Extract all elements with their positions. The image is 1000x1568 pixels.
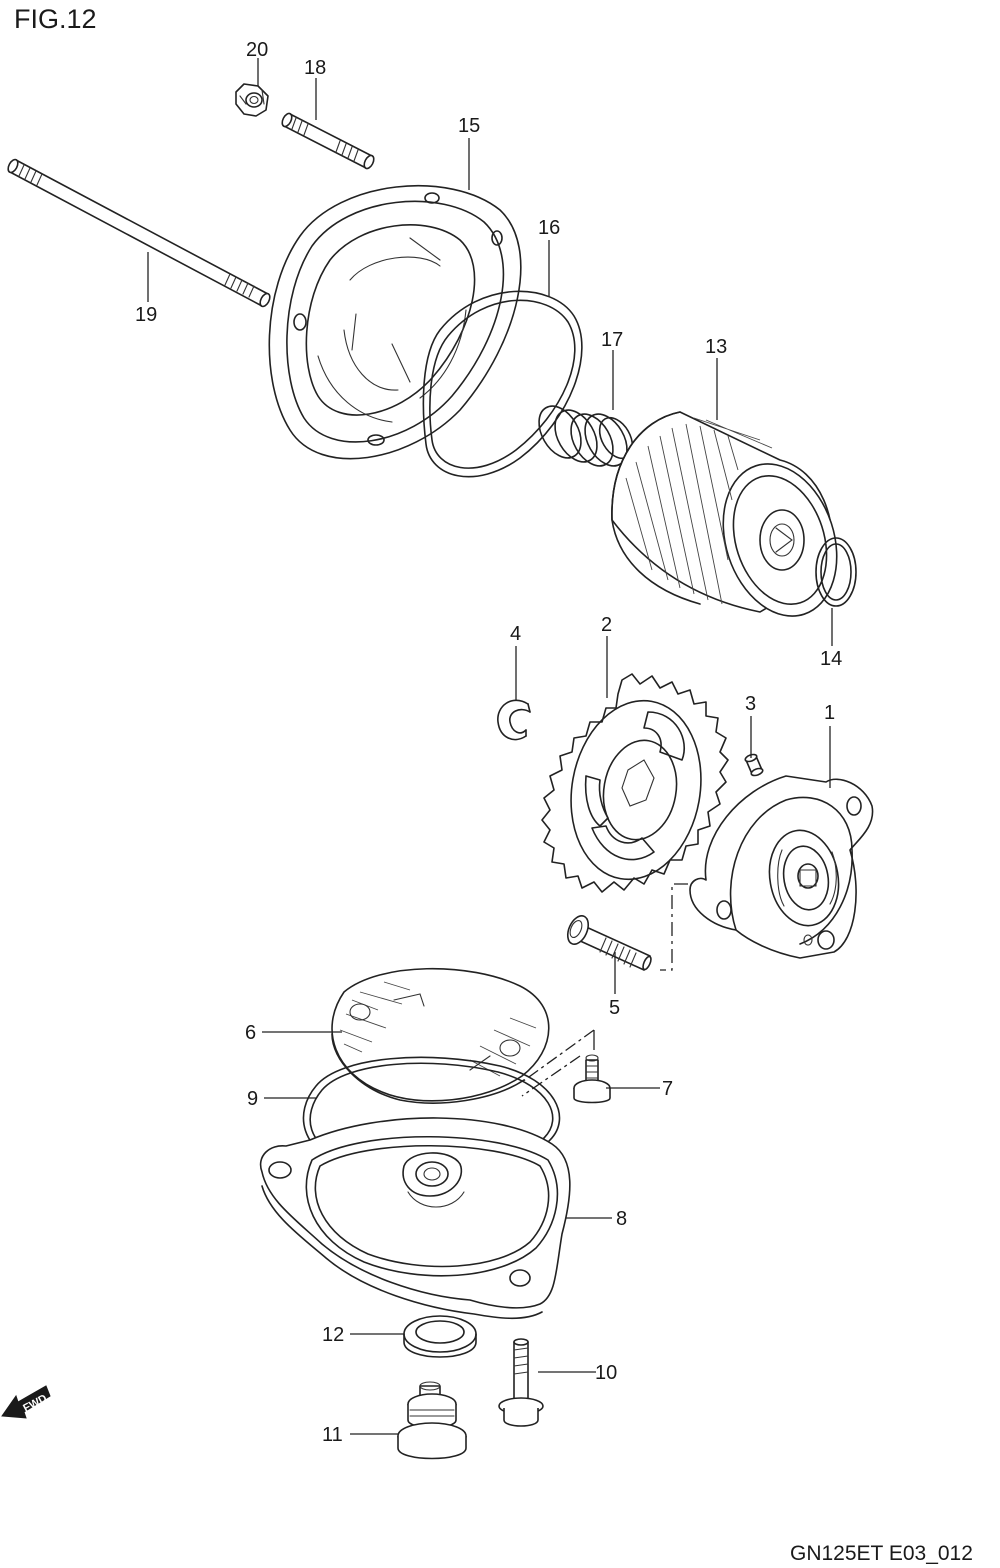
callout-11: 11 <box>322 1424 343 1446</box>
callout-15: 15 <box>458 115 480 137</box>
callout-2: 2 <box>601 614 612 636</box>
callout-7: 7 <box>662 1078 673 1100</box>
part-17-spring <box>538 405 634 467</box>
part-18-stud <box>281 112 375 170</box>
callout-5: 5 <box>609 997 620 1019</box>
callout-8: 8 <box>616 1208 627 1230</box>
part-15-filter-cap <box>268 185 522 460</box>
part-10-bolt <box>498 1338 544 1427</box>
part-11-drain-plug <box>397 1381 467 1460</box>
callout-4: 4 <box>510 623 521 645</box>
part-2-oil-pump-gear <box>541 673 729 893</box>
callout-19: 19 <box>135 304 157 326</box>
figure-title: FIG.12 <box>14 4 97 34</box>
callout-14: 14 <box>820 648 842 670</box>
part-3-pin <box>744 753 764 777</box>
part-12-washer <box>403 1315 477 1358</box>
callout-12: 12 <box>322 1324 344 1346</box>
part-7-bolt <box>573 1054 611 1104</box>
part-5-bolt <box>566 915 652 971</box>
part-8-cover <box>259 1117 571 1320</box>
callout-13: 13 <box>705 336 727 358</box>
callout-10: 10 <box>595 1362 617 1384</box>
drawing-code: GN125ET E03_012 <box>790 1542 973 1565</box>
part-19-long-stud <box>7 158 271 308</box>
part-4-circlip <box>497 699 531 741</box>
leader-lines <box>147 58 833 1435</box>
callout-labels: 20 18 15 16 17 13 19 14 4 2 3 1 5 6 9 7 … <box>135 39 842 1446</box>
callout-17: 17 <box>601 329 623 351</box>
callout-18: 18 <box>304 57 326 79</box>
callout-16: 16 <box>538 217 560 239</box>
part-14-o-ring <box>815 537 857 607</box>
part-1-oil-pump <box>689 775 874 959</box>
callout-20: 20 <box>246 39 268 61</box>
callout-6: 6 <box>245 1022 256 1044</box>
part-6-oil-strainer <box>331 967 550 1104</box>
part-13-oil-filter <box>611 411 838 617</box>
part-20-nut <box>235 83 269 117</box>
fwd-direction-marker: FWD <box>1 1385 51 1419</box>
callout-3: 3 <box>745 693 756 715</box>
fwd-label: FWD <box>21 1392 49 1414</box>
part-16-o-ring <box>422 290 583 478</box>
callout-9: 9 <box>247 1088 258 1110</box>
callout-1: 1 <box>824 702 835 724</box>
